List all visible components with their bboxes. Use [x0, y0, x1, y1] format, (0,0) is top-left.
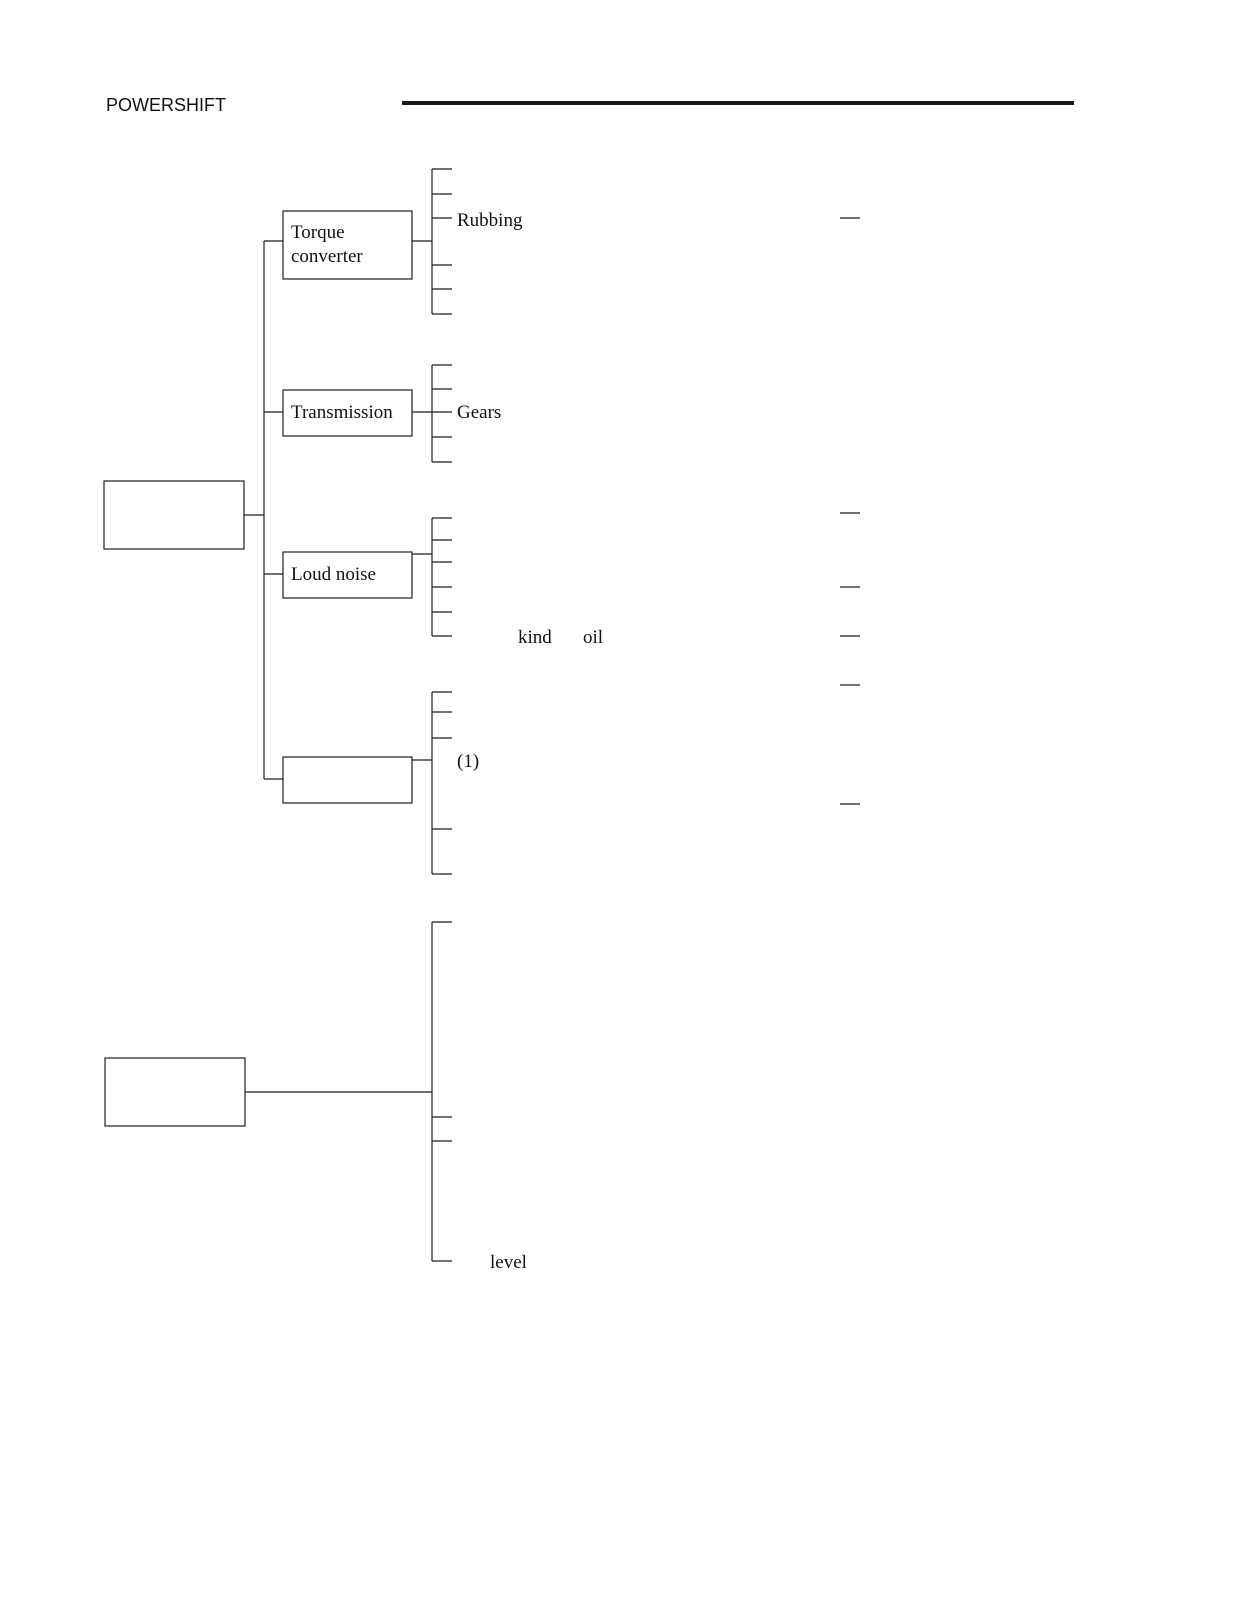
leaf-kind: kind — [518, 627, 552, 648]
leaf-gears: Gears — [457, 402, 501, 423]
root-node-box-1 — [103, 480, 245, 550]
node-torque-converter — [282, 210, 413, 280]
node-loud-noise-label: Loud noise — [291, 564, 376, 585]
page-header-title: POWERSHIFT — [106, 95, 226, 115]
leaf-item-1: (1) — [457, 751, 479, 772]
root-node-box-2 — [104, 1057, 246, 1127]
node-torque-converter-line1: Torque — [291, 222, 345, 243]
node-loud-noise — [282, 551, 413, 599]
node-torque-converter-line2: converter — [291, 246, 363, 267]
leaf-level: level — [490, 1252, 527, 1273]
leaf-oil: oil — [583, 627, 603, 648]
node-transmission — [282, 389, 413, 437]
header-rule — [402, 101, 1074, 105]
leaf-rubbing: Rubbing — [457, 210, 523, 231]
node-fourth-blank — [282, 756, 413, 804]
node-transmission-label: Transmission — [291, 402, 393, 423]
